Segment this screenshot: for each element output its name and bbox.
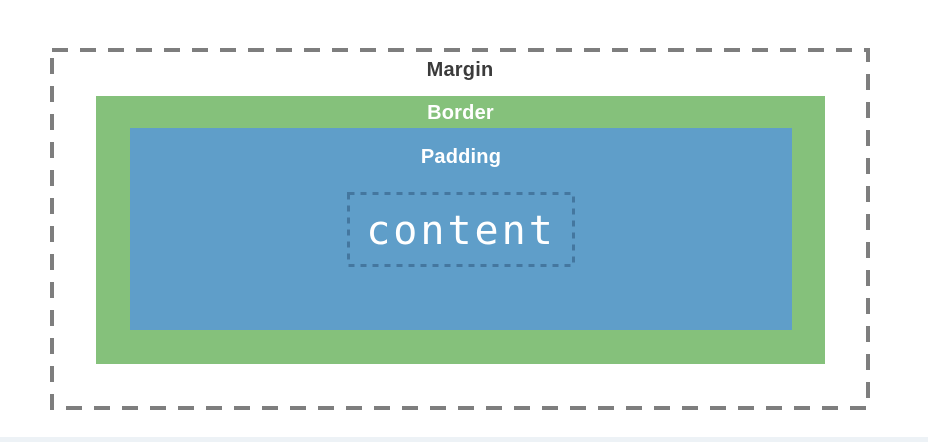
content-dashed-outline: [347, 192, 575, 267]
border-label: Border: [427, 102, 494, 124]
content-label: content: [366, 207, 556, 254]
bottom-edge-strip: [0, 437, 928, 442]
border-box: Border Padding content: [96, 96, 825, 364]
margin-dashed-outline: [50, 48, 870, 410]
padding-box: Padding content: [130, 128, 792, 330]
margin-label: Margin: [426, 59, 494, 81]
content-box: content: [347, 192, 575, 267]
margin-box: Margin Border Padding content: [50, 48, 870, 410]
padding-label: Padding: [420, 146, 502, 168]
